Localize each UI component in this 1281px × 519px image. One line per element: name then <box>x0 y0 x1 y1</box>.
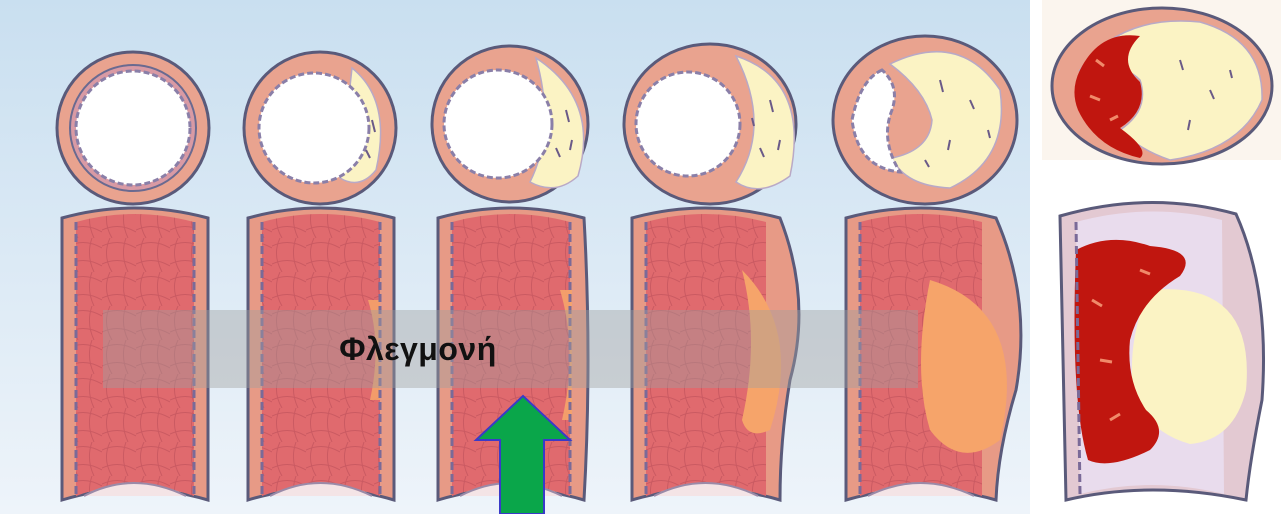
stage-2-cross-section <box>244 52 396 204</box>
inflammation-label: Φλεγμονή <box>103 310 733 388</box>
stage-6-cross-section <box>1052 8 1272 164</box>
stage-3-cross-section <box>432 46 588 202</box>
stage-4-cross-section <box>624 44 796 204</box>
stage-1-cross-section <box>57 52 209 204</box>
stage-6-longitudinal <box>1060 202 1264 500</box>
stage-5-cross-section <box>833 36 1017 204</box>
